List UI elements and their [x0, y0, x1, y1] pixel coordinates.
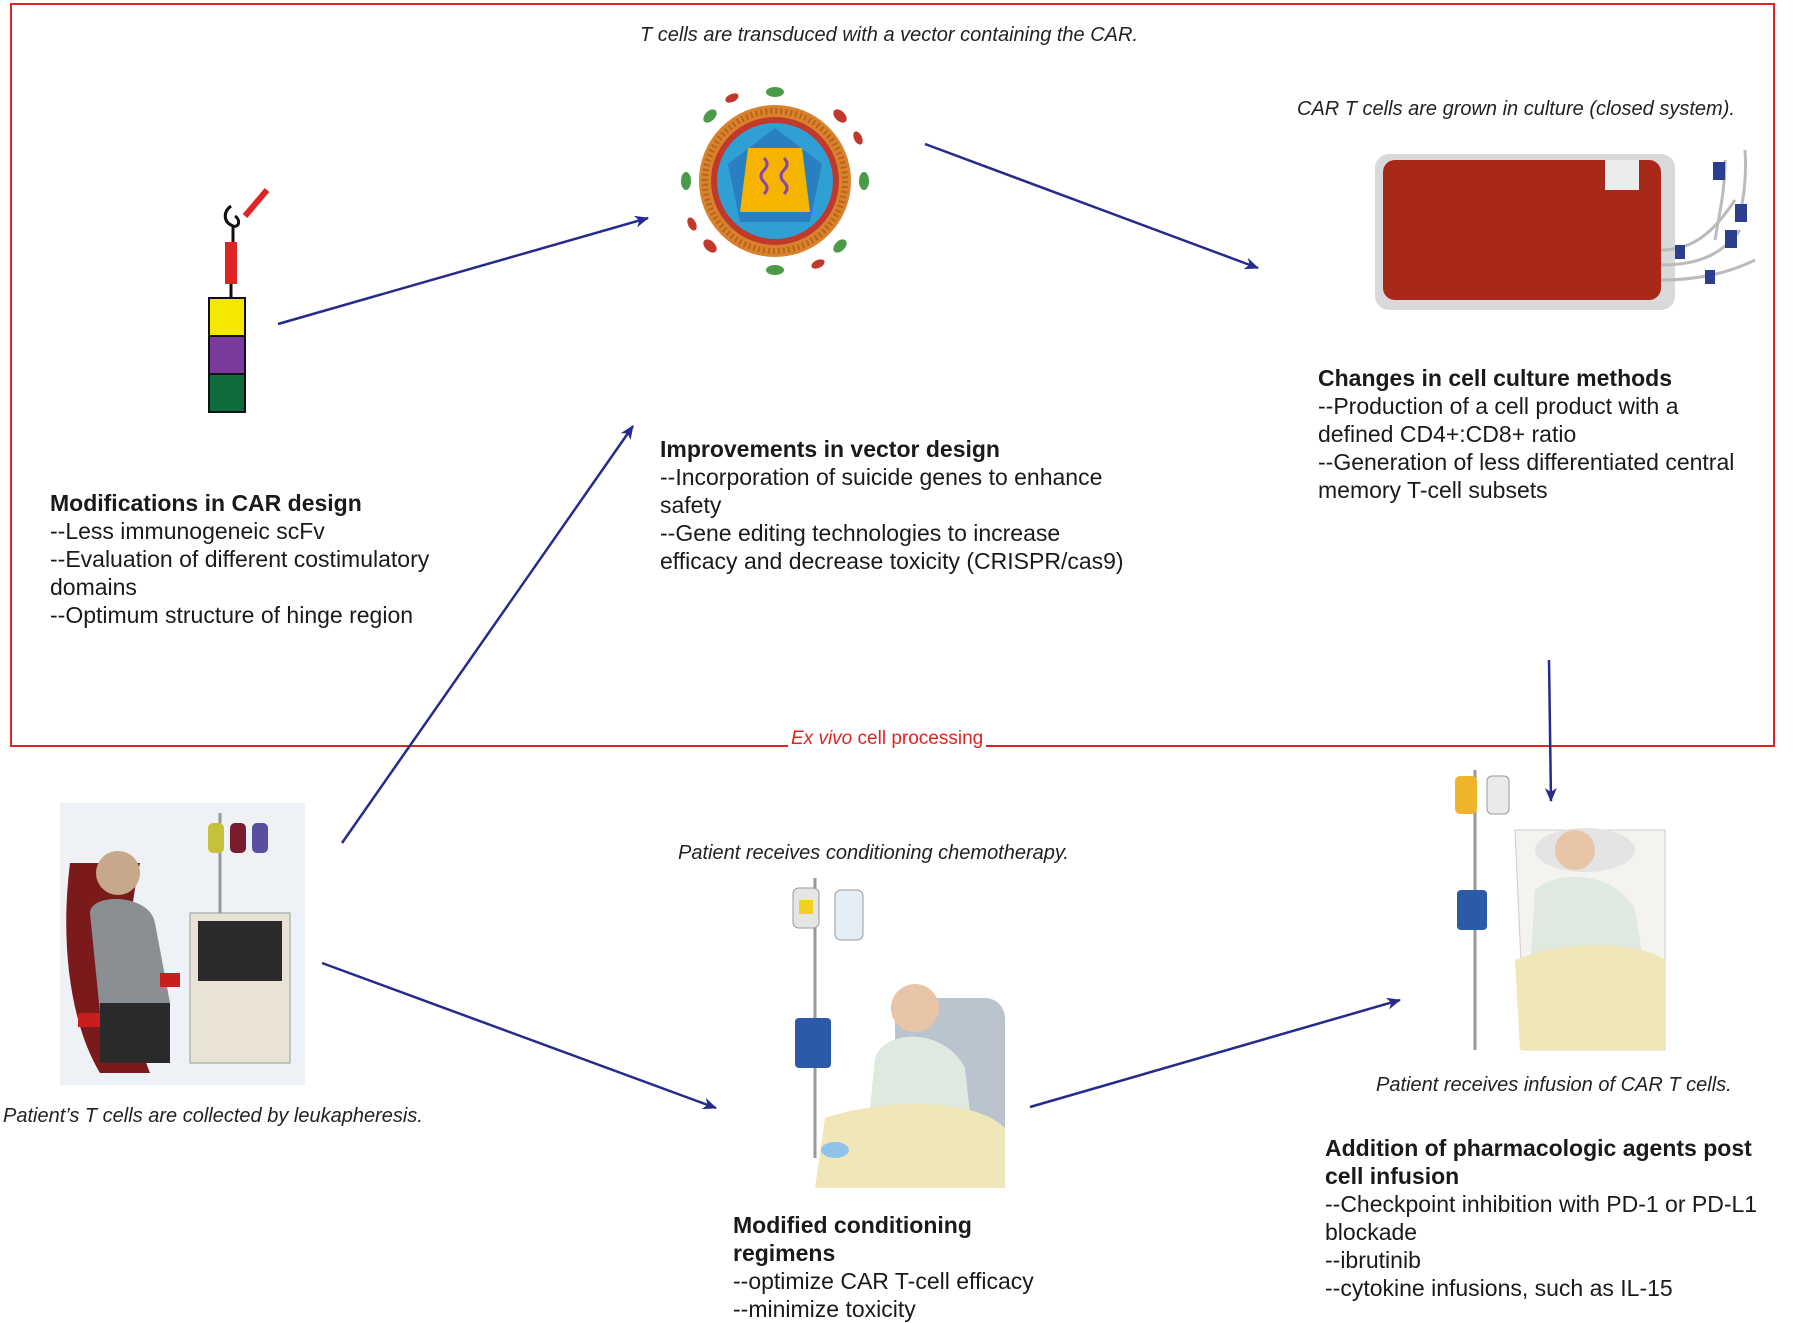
pharmacologic-item: --cytokine infusions, such as IL-15: [1325, 1275, 1673, 1301]
infusion-illustration: [1455, 770, 1666, 1051]
car-design-item: --Optimum structure of hinge region: [50, 602, 414, 628]
culture-methods-block: Changes in cell culture methods --Produc…: [1318, 364, 1758, 504]
caption-infusion: Patient receives infusion of CAR T cells…: [1376, 1074, 1732, 1096]
culture-methods-item: --Generation of less differentiated cent…: [1318, 449, 1735, 503]
caption-culture: CAR T cells are grown in culture (closed…: [1297, 98, 1735, 120]
car-design-item: --Less immunogeneic scFv: [50, 518, 325, 544]
pharmacologic-item: --ibrutinib: [1325, 1247, 1421, 1273]
caption-leukapheresis: Patient’s T cells are collected by leuka…: [3, 1105, 423, 1127]
leukapheresis-illustration: [60, 803, 305, 1085]
caption-transduction: T cells are transduced with a vector con…: [640, 24, 1139, 46]
conditioning-block: Modified conditioning regimens --optimiz…: [733, 1211, 1053, 1323]
car-design-title: Modifications in CAR design: [50, 490, 362, 516]
chemotherapy-illustration: [792, 878, 1005, 1188]
arrow-culture-to-infusion: [1544, 659, 1557, 802]
ex-vivo-label: Ex vivo cell processing: [788, 728, 987, 750]
arrow-chemo-to-infusion: [1029, 997, 1401, 1109]
conditioning-item: --minimize toxicity: [733, 1296, 916, 1322]
culture-methods-title: Changes in cell culture methods: [1318, 365, 1673, 391]
caption-chemo: Patient receives conditioning chemothera…: [678, 842, 1069, 864]
pharmacologic-item: --Checkpoint inhibition with PD-1 or PD-…: [1325, 1191, 1758, 1245]
culture-bag-icon: [1375, 149, 1756, 310]
conditioning-item: --optimize CAR T-cell efficacy: [733, 1268, 1034, 1294]
arrow-leukapheresis-to-chemo: [321, 961, 717, 1110]
vector-design-block: Improvements in vector design --Incorpor…: [660, 435, 1130, 575]
vector-design-item: --Incorporation of suicide genes to enha…: [660, 464, 1103, 518]
culture-methods-item: --Production of a cell product with a de…: [1318, 393, 1679, 447]
pharmacologic-block: Addition of pharmacologic agents post ce…: [1325, 1134, 1785, 1302]
vector-design-item: --Gene editing technologies to increase …: [660, 520, 1124, 574]
vector-design-title: Improvements in vector design: [660, 436, 1000, 462]
arrow-vector-to-culture: [924, 142, 1259, 270]
car-construct-icon: [208, 188, 270, 413]
conditioning-title: Modified conditioning regimens: [733, 1212, 972, 1266]
pharmacologic-title: Addition of pharmacologic agents post ce…: [1325, 1135, 1752, 1189]
car-design-block: Modifications in CAR design --Less immun…: [50, 489, 470, 629]
arrow-leukapheresis-to-processing: [340, 425, 635, 844]
viral-vector-icon: [681, 87, 869, 275]
arrow-car-to-vector: [277, 215, 649, 326]
car-design-item: --Evaluation of different costimulatory …: [50, 546, 430, 600]
